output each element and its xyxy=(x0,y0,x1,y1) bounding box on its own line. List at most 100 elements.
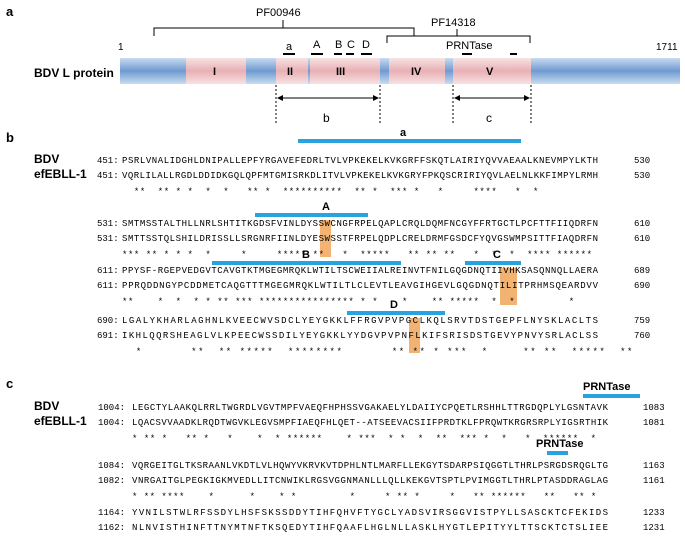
row-end-number: 530 xyxy=(634,171,650,181)
conservation-row: *** ** * * * * * ***** ** * ***** ** ** … xyxy=(122,250,592,260)
highlight-K xyxy=(409,318,420,353)
highlight-GDN xyxy=(500,268,517,305)
panel-label-a: a xyxy=(6,4,14,19)
motif-A-bar xyxy=(255,213,368,217)
row-end-number: 610 xyxy=(634,219,650,229)
sequence-row: PPYSF-RGEPVEDGVTCAVGTKTMGEGMRQKLWTILTSCW… xyxy=(122,266,599,276)
row-start-number: 1004: xyxy=(98,418,125,428)
motif-C-bar xyxy=(465,261,521,265)
domain-IV-label: IV xyxy=(411,66,422,78)
panel-c-alignment: 1004:LEGCTYLAAKQLRRLTWGRDLVGVTMPFVAEQFHP… xyxy=(98,403,665,533)
row-start-number: 1164: xyxy=(98,508,125,518)
prntase-title-2: PRNTase xyxy=(536,438,583,450)
sequence-row: VQRLILALLRGDLDDIDKGQLQPFMTGMISRKDLITVLVP… xyxy=(122,171,598,181)
domain-III-label: III xyxy=(336,66,345,78)
pfam-brackets xyxy=(153,20,531,43)
row-end-number: 1231 xyxy=(643,523,665,533)
conservation-row: ** ** * * * * ** * ********** ** * *** *… xyxy=(122,187,580,197)
panel-label-c: c xyxy=(6,376,13,391)
panel-b-alignment: 451:PSRLVNALIDGHLDNIPALLEPFYRGAVEFEDRLTV… xyxy=(97,156,650,357)
row-end-number: 1233 xyxy=(643,508,665,518)
motif-B-bar xyxy=(212,261,401,265)
row-start-number: 691: xyxy=(97,331,119,341)
sequence-row: VNRGAITGLPEGKIGKMVEDLLITCNWIKLRGSVGGNMAN… xyxy=(132,476,608,486)
sequence-row: SMTTSSTQLSHILDRISSLLSRGNRFIINLDYESWSSTFR… xyxy=(122,234,598,244)
motif-D-label: D xyxy=(362,39,370,51)
sequence-row: VQRGEITGLTKSRAANLVKDTLVLHQWYVKRVKVTDPHLN… xyxy=(132,461,608,471)
sequence-row: PSRLVNALIDGHLDNIPALLEPFYRGAVEFEDRLTVLVPK… xyxy=(122,156,598,166)
highlight-boxes xyxy=(320,220,517,353)
motif-D-bar xyxy=(347,311,445,315)
row-end-number: 760 xyxy=(634,331,650,341)
region-arrows xyxy=(275,85,532,124)
protein-name: BDV L protein xyxy=(34,66,114,80)
domain-IV xyxy=(389,58,445,84)
seq-name-efebll: efEBLL-1 xyxy=(34,167,87,181)
row-start-number: 1084: xyxy=(98,461,125,471)
row-start-number: 690: xyxy=(97,316,119,326)
prntase-bar-2 xyxy=(547,451,568,455)
motif-A-label: A xyxy=(313,39,321,51)
region-b-label: b xyxy=(323,111,330,125)
row-start-number: 451: xyxy=(97,156,119,166)
row-start-number: 451: xyxy=(97,171,119,181)
pf00946-label: PF00946 xyxy=(256,7,301,19)
domain-V-label: V xyxy=(486,66,494,78)
region-c-label: c xyxy=(486,111,492,125)
domain-V xyxy=(453,58,531,84)
row-end-number: 759 xyxy=(634,316,650,326)
row-start-number: 531: xyxy=(97,219,119,229)
pf00946-bracket xyxy=(153,27,415,36)
conservation-row: * ** **** * * * * * * ** * * ** ****** *… xyxy=(132,492,596,502)
panel-b-names: BDV efEBLL-1 xyxy=(34,152,87,181)
motif-a-label: a xyxy=(286,41,293,53)
motif-D-title: D xyxy=(390,299,398,311)
row-end-number: 1081 xyxy=(643,418,665,428)
row-start-number: 1162: xyxy=(98,523,125,533)
pf14318-label: PF14318 xyxy=(431,17,476,29)
row-start-number: 531: xyxy=(97,234,119,244)
sequence-row: IKHLQQRSHEAGLVLKPEECWSSDILYEYGKKLYYDGVPV… xyxy=(122,331,598,341)
arrow-heads xyxy=(277,95,530,101)
row-end-number: 689 xyxy=(634,266,650,276)
panel-label-b: b xyxy=(6,130,14,145)
motif-A-title: A xyxy=(322,201,330,213)
domain-II-label: II xyxy=(287,66,293,78)
end-residue: 1711 xyxy=(656,42,678,53)
conservation-row: ** * * * * ** *** **************** * * *… xyxy=(122,297,592,307)
seq-name-bdv-c: BDV xyxy=(34,399,59,413)
motif-a-tick xyxy=(283,53,295,55)
row-end-number: 610 xyxy=(634,234,650,244)
sequence-row: YVNILSTWLRFSSDYLHSFSKSSDDYTIHFQHVFTYGCLY… xyxy=(132,508,608,518)
sequence-row: NLNVISTHINFTTNYMTNFTKSQEDYTIHFQAAFLHGLNL… xyxy=(132,523,608,533)
prntase-label-a: PRNTase xyxy=(446,40,492,52)
conservation-row: * ** ** ***** ******** ** ** * *** * ** … xyxy=(122,347,646,357)
motif-A-tick xyxy=(311,53,323,55)
seq-name-bdv: BDV xyxy=(34,152,59,166)
sequence-row: LGALYKHARLAGHNLKVEECWVSDCLYEYGKKLFFRGVPV… xyxy=(122,316,598,326)
row-start-number: 1004: xyxy=(98,403,125,413)
row-end-number: 690 xyxy=(634,281,650,291)
motif-B-title: B xyxy=(302,249,310,261)
domain-I-label: I xyxy=(213,66,216,78)
row-end-number: 1161 xyxy=(643,476,665,486)
prntase-tick xyxy=(462,53,472,55)
row-start-number: 611: xyxy=(97,281,119,291)
motif-D-tick xyxy=(361,53,372,55)
motif-a-bar xyxy=(298,139,521,143)
sequence-row: SMTMSSTALTHLLNRLSHTITKGDSFVINLDYSSWCNGFR… xyxy=(122,219,598,229)
row-start-number: 1082: xyxy=(98,476,125,486)
start-residue: 1 xyxy=(118,42,124,53)
domain-II xyxy=(276,58,308,84)
highlight-D-A xyxy=(320,220,331,257)
domain-boxes xyxy=(186,58,531,84)
sequence-row: LQACSVVAADKLRQDTWGVKLEGVSMPFIAEQFHLQET--… xyxy=(132,418,609,428)
row-end-number: 1083 xyxy=(643,403,665,413)
panel-c-names: BDV efEBLL-1 xyxy=(34,399,87,428)
row-end-number: 1163 xyxy=(643,461,665,471)
motif-B-tick xyxy=(334,53,342,55)
motif-C-label: C xyxy=(347,39,355,51)
prntase-bar-1 xyxy=(583,394,640,398)
domain-I xyxy=(186,58,246,84)
